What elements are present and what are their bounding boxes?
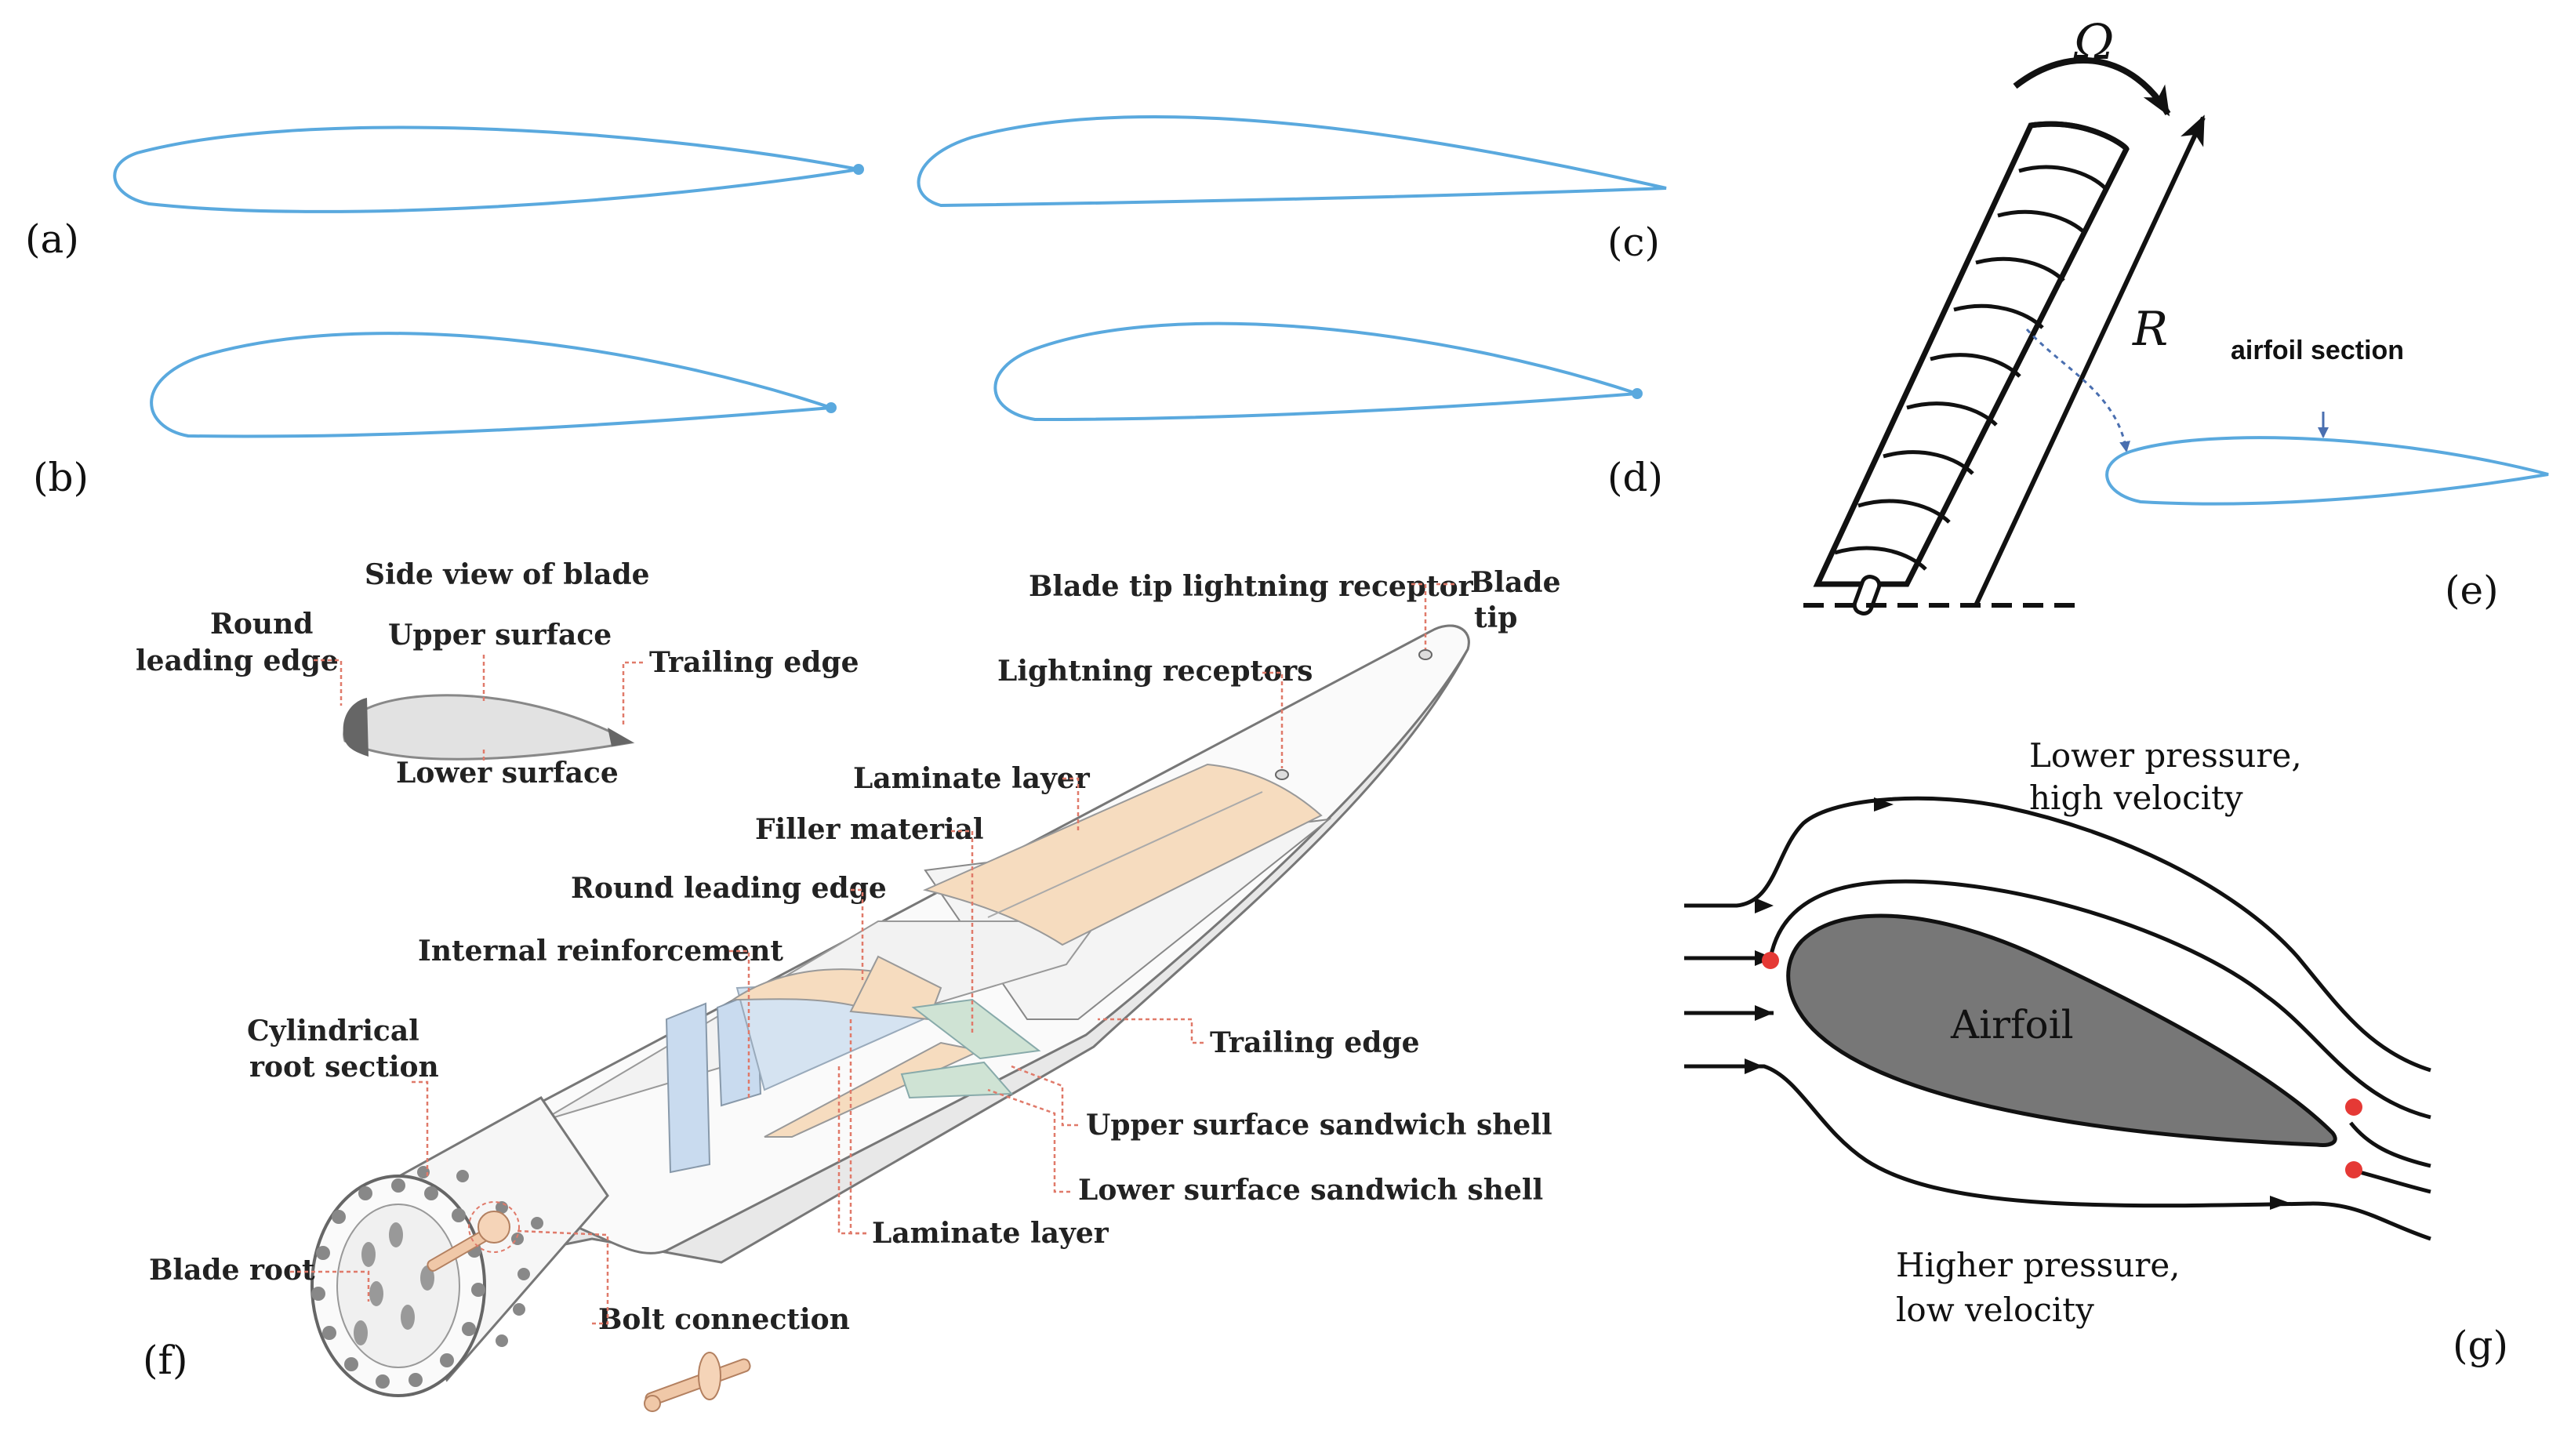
round-leading-edge-line1: Round (210, 608, 313, 641)
blade-root-label: Blade root (149, 1254, 315, 1287)
round-leading-edge-label: Round leading edge (571, 872, 887, 905)
blade-tip-line2: tip (1474, 601, 1517, 634)
lightning-receptors-label: Lightning receptors (997, 655, 1313, 688)
blade-tip-line1: Blade (1470, 566, 1561, 599)
airfoil-a (113, 125, 864, 213)
panel-label-e: (e) (2445, 568, 2499, 613)
internal-reinforcement-label: Internal reinforcement (418, 935, 783, 968)
airfoil-b (150, 332, 837, 438)
filler-label: Filler material (755, 813, 984, 846)
side-trailing-edge-label: Trailing edge (649, 646, 859, 679)
streamlines (1684, 796, 2431, 1241)
airfoil-shape (1786, 913, 2337, 1147)
trailing-edge-label: Trailing edge (1210, 1026, 1420, 1059)
lower-pressure-line2: high velocity (2029, 779, 2243, 817)
tip-receptor (1418, 649, 1433, 660)
panel-label-c: (c) (1607, 220, 1660, 265)
stagnation-points (1762, 952, 2362, 1178)
radius-arrow (1974, 114, 2206, 607)
blade-ribs (1834, 165, 2107, 571)
higher-pressure-line1: Higher pressure, (1896, 1246, 2181, 1284)
airfoil-label: Airfoil (1950, 1002, 2074, 1048)
side-view-title: Side view of blade (365, 558, 650, 591)
receptor (1275, 769, 1289, 780)
rotating-blade (1813, 121, 2130, 615)
lower-shell-label: Lower surface sandwich shell (1078, 1174, 1543, 1207)
lower-surface-label: Lower surface (396, 757, 619, 790)
round-leading-edge-line2: leading edge (136, 644, 339, 677)
higher-pressure-line2: low velocity (1896, 1291, 2094, 1329)
upper-shell-label: Upper surface sandwich shell (1086, 1109, 1552, 1142)
section-pointer (2025, 328, 2131, 452)
side-view-leaders (314, 655, 643, 761)
cylindrical-root-line1: Cylindrical (247, 1015, 419, 1048)
laminate-top-label: Laminate layer (853, 762, 1091, 795)
panel-label-g: (g) (2453, 1323, 2508, 1368)
panel-label-f: (f) (143, 1338, 188, 1383)
laminate-bottom-label: Laminate layer (872, 1217, 1109, 1250)
internal-reinforcement-1 (665, 1002, 711, 1174)
blade-leaders (290, 583, 1454, 1325)
bolt-connection-label: Bolt connection (598, 1303, 850, 1336)
upper-shell-green (911, 998, 1041, 1060)
lower-shell-green (900, 1061, 1014, 1099)
radius-symbol: R (2132, 302, 2168, 357)
airfoil-section-e (2105, 436, 2549, 506)
panel-label-b: (b) (33, 455, 89, 500)
airfoil-c (917, 114, 1667, 208)
rotation-arrow (2013, 56, 2171, 117)
airfoil-section-label: airfoil section (2231, 336, 2404, 365)
flow-arrowheads (1745, 797, 2289, 1210)
cylindrical-root-line2: root section (249, 1051, 439, 1084)
lower-pressure-line1: Lower pressure, (2029, 736, 2302, 775)
root-bolt-holes (311, 1166, 543, 1389)
airfoil-d (993, 321, 1643, 422)
bolt-connection (427, 1201, 751, 1412)
omega-symbol: Ω (2073, 13, 2114, 71)
side-view-inset (343, 694, 635, 761)
upper-surface-label: Upper surface (388, 619, 612, 652)
tip-receptor-label: Blade tip lightning receptor (1029, 570, 1474, 603)
panel-label-d: (d) (1607, 455, 1663, 500)
panel-label-a: (a) (25, 216, 79, 262)
